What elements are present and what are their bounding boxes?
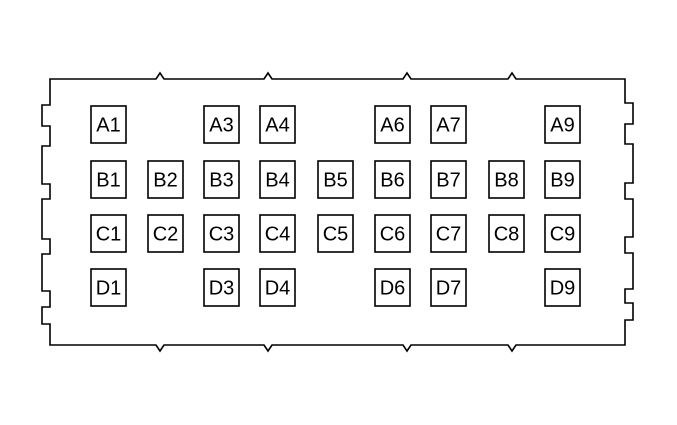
pin-box xyxy=(147,214,184,253)
pin-cavity-d6: D6 xyxy=(374,268,411,307)
pin-label: C9 xyxy=(550,224,576,246)
pin-box xyxy=(430,268,467,307)
pin-label: B9 xyxy=(550,170,574,192)
pin-box xyxy=(374,160,411,199)
pin-cavity-d3: D3 xyxy=(203,268,240,307)
pin-label: C3 xyxy=(209,224,235,246)
pin-box xyxy=(374,105,411,144)
pin-box xyxy=(203,105,240,144)
pin-cavity-c2: C2 xyxy=(147,214,184,253)
pin-box xyxy=(90,160,127,199)
pin-label: A1 xyxy=(96,115,120,137)
pin-cavity-a3: A3 xyxy=(203,105,240,144)
pin-label: C4 xyxy=(265,224,291,246)
pin-label: A3 xyxy=(209,115,233,137)
connector-housing-outline xyxy=(41,71,634,353)
pin-label: A6 xyxy=(380,115,404,137)
pin-cavity-a6: A6 xyxy=(374,105,411,144)
pin-cavity-d9: D9 xyxy=(544,268,581,307)
pin-cavity-a1: A1 xyxy=(90,105,127,144)
pin-cavity-a4: A4 xyxy=(259,105,296,144)
pin-label: A7 xyxy=(436,115,460,137)
pin-box xyxy=(544,268,581,307)
pin-cavity-b7: B7 xyxy=(430,160,467,199)
pin-cavity-d1: D1 xyxy=(90,268,127,307)
pin-box xyxy=(544,105,581,144)
pin-box xyxy=(544,160,581,199)
pin-box xyxy=(259,160,296,199)
pin-box xyxy=(259,214,296,253)
pin-cavity-b8: B8 xyxy=(488,160,525,199)
pin-box xyxy=(317,214,354,253)
pin-label: B1 xyxy=(96,170,120,192)
pin-cavity-b1: B1 xyxy=(90,160,127,199)
pin-cavity-c8: C8 xyxy=(488,214,525,253)
pin-cavity-c9: C9 xyxy=(544,214,581,253)
pin-label: D7 xyxy=(436,278,462,300)
pin-box xyxy=(203,268,240,307)
pin-label: C8 xyxy=(494,224,520,246)
pin-box xyxy=(90,268,127,307)
pin-box xyxy=(374,214,411,253)
pin-cavity-c7: C7 xyxy=(430,214,467,253)
pin-cavity-a9: A9 xyxy=(544,105,581,144)
pin-box xyxy=(374,268,411,307)
pin-box xyxy=(259,268,296,307)
pin-cavity-d7: D7 xyxy=(430,268,467,307)
pin-box xyxy=(544,214,581,253)
pin-box xyxy=(259,105,296,144)
pin-cavity-b9: B9 xyxy=(544,160,581,199)
pin-cavity-b5: B5 xyxy=(317,160,354,199)
pin-cavity-c1: C1 xyxy=(90,214,127,253)
pin-label: B6 xyxy=(380,170,404,192)
pin-label: B4 xyxy=(265,170,289,192)
pin-cavity-b6: B6 xyxy=(374,160,411,199)
pin-label: B2 xyxy=(153,170,177,192)
pin-label: D4 xyxy=(265,278,291,300)
pin-label: A4 xyxy=(265,115,289,137)
pin-cavity-c6: C6 xyxy=(374,214,411,253)
pin-box xyxy=(488,160,525,199)
pin-label: C6 xyxy=(380,224,406,246)
pin-cavity-b4: B4 xyxy=(259,160,296,199)
pin-label: B8 xyxy=(494,170,518,192)
pin-label: C5 xyxy=(323,224,349,246)
pin-box xyxy=(317,160,354,199)
pin-label: D6 xyxy=(380,278,406,300)
pin-cavity-c4: C4 xyxy=(259,214,296,253)
pin-label: C2 xyxy=(153,224,179,246)
pin-label: B3 xyxy=(209,170,233,192)
pin-label: C7 xyxy=(436,224,462,246)
pin-box xyxy=(203,160,240,199)
pin-label: A9 xyxy=(550,115,574,137)
pin-box xyxy=(203,214,240,253)
pin-label: D9 xyxy=(550,278,576,300)
pin-box xyxy=(90,214,127,253)
pin-cavity-d4: D4 xyxy=(259,268,296,307)
pin-box xyxy=(430,214,467,253)
pin-label: D3 xyxy=(209,278,235,300)
pin-label: B7 xyxy=(436,170,460,192)
pin-cavity-c5: C5 xyxy=(317,214,354,253)
pin-label: D1 xyxy=(96,278,122,300)
pin-box xyxy=(430,105,467,144)
pin-cavity-b3: B3 xyxy=(203,160,240,199)
pin-cavity-c3: C3 xyxy=(203,214,240,253)
pin-box xyxy=(430,160,467,199)
pin-box xyxy=(147,160,184,199)
pin-box xyxy=(90,105,127,144)
pin-box xyxy=(488,214,525,253)
pin-label: C1 xyxy=(96,224,122,246)
pin-cavity-b2: B2 xyxy=(147,160,184,199)
pin-cavity-a7: A7 xyxy=(430,105,467,144)
pin-label: B5 xyxy=(323,170,347,192)
